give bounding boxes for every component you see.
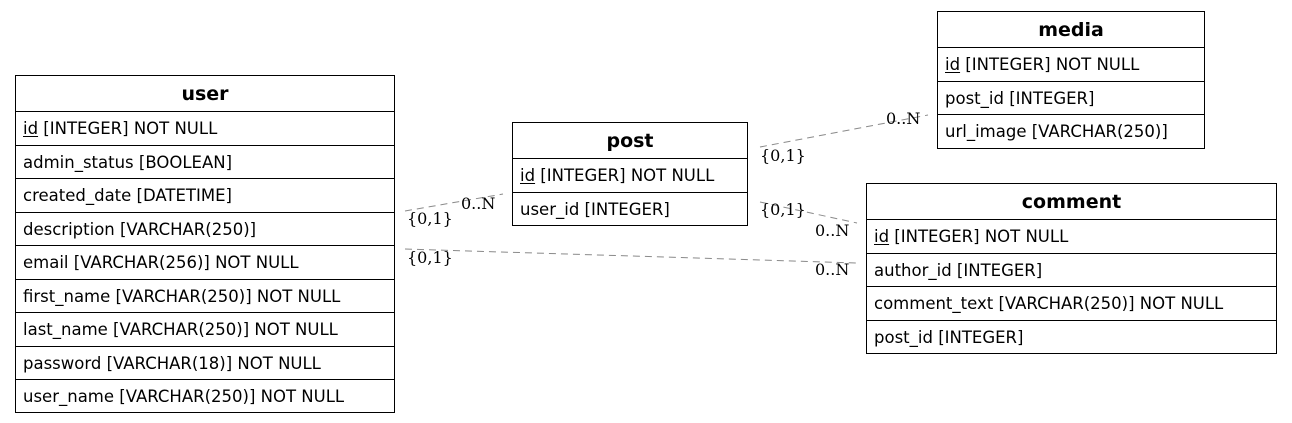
field-type: [VARCHAR(250)]: [114, 219, 257, 239]
field-type: [INTEGER]: [932, 327, 1024, 347]
cardinality-user-post-from: {0,1}: [407, 209, 453, 228]
field-row: id [INTEGER] NOT NULL: [16, 112, 394, 146]
field-row: id [INTEGER] NOT NULL: [513, 159, 747, 193]
field-type: [VARCHAR(250)] NOT NULL: [110, 286, 341, 306]
field-type: [DATETIME]: [131, 186, 232, 205]
field-type: [INTEGER] NOT NULL: [960, 55, 1140, 74]
cardinality-post-media-from: {0,1}: [760, 146, 806, 165]
field-type: [VARCHAR(250)] NOT NULL: [114, 387, 345, 406]
field-row: first_name [VARCHAR(250)] NOT NULL: [16, 280, 394, 313]
field-type: [INTEGER]: [1003, 88, 1095, 108]
entity-title: post: [513, 123, 747, 159]
field-name: post_id: [945, 88, 1004, 108]
field-name: comment_text: [874, 294, 994, 313]
field-name: user_id: [520, 199, 580, 219]
field-row: url_image [VARCHAR(250)]: [938, 115, 1204, 149]
field-type: [VARCHAR(18)] NOT NULL: [101, 353, 321, 373]
field-type: [INTEGER]: [951, 260, 1043, 280]
edge-user-comment: [404, 248, 858, 264]
field-name: id: [520, 166, 536, 185]
field-name: first_name: [23, 286, 111, 306]
field-name: url_image: [945, 122, 1027, 141]
cardinality-post-comment-to: 0..N: [815, 221, 850, 240]
entity-comment[interactable]: comment id [INTEGER] NOT NULL author_id …: [866, 183, 1277, 354]
entity-post[interactable]: post id [INTEGER] NOT NULL user_id [INTE…: [512, 122, 748, 226]
entity-title: media: [938, 12, 1204, 48]
field-type: [VARCHAR(256)] NOT NULL: [68, 253, 299, 272]
field-name: user_name: [23, 387, 115, 406]
field-row: last_name [VARCHAR(250)] NOT NULL: [16, 313, 394, 347]
field-row: id [INTEGER] NOT NULL: [938, 48, 1204, 82]
field-row: description [VARCHAR(250)]: [16, 213, 394, 246]
field-type: [VARCHAR(250)]: [1026, 122, 1168, 141]
field-name: last_name: [23, 320, 108, 339]
field-name: password: [23, 353, 102, 373]
field-name: created_date: [23, 186, 132, 205]
field-row: comment_text [VARCHAR(250)] NOT NULL: [867, 287, 1276, 321]
cardinality-user-comment-to: 0..N: [815, 260, 850, 279]
field-row: admin_status [BOOLEAN]: [16, 146, 394, 179]
cardinality-user-post-to: 0..N: [461, 194, 496, 213]
entity-media[interactable]: media id [INTEGER] NOT NULL post_id [INT…: [937, 11, 1205, 149]
field-type: [BOOLEAN]: [133, 152, 233, 172]
entity-title: comment: [867, 184, 1276, 220]
field-type: [INTEGER] NOT NULL: [38, 119, 218, 138]
field-name: id: [945, 55, 961, 74]
entity-title: user: [16, 76, 394, 112]
field-row: id [INTEGER] NOT NULL: [867, 220, 1276, 254]
field-name: admin_status: [23, 152, 134, 172]
field-name: id: [23, 119, 39, 138]
cardinality-post-media-to: 0..N: [886, 109, 921, 128]
field-type: [INTEGER] NOT NULL: [889, 227, 1069, 246]
field-type: [INTEGER]: [579, 199, 670, 219]
field-name: description: [23, 219, 115, 239]
cardinality-post-comment-from: {0,1}: [760, 200, 806, 219]
field-row: post_id [INTEGER]: [938, 82, 1204, 115]
field-row: email [VARCHAR(256)] NOT NULL: [16, 246, 394, 280]
field-type: [VARCHAR(250)] NOT NULL: [107, 320, 338, 339]
field-row: created_date [DATETIME]: [16, 179, 394, 213]
field-row: password [VARCHAR(18)] NOT NULL: [16, 347, 394, 380]
field-name: author_id: [874, 260, 952, 280]
entity-user[interactable]: user id [INTEGER] NOT NULL admin_status …: [15, 75, 395, 413]
cardinality-user-comment-from: {0,1}: [407, 248, 453, 267]
field-name: post_id: [874, 327, 933, 347]
field-type: [VARCHAR(250)] NOT NULL: [993, 294, 1224, 313]
field-name: email: [23, 253, 69, 272]
field-row: post_id [INTEGER]: [867, 321, 1276, 355]
field-row: author_id [INTEGER]: [867, 254, 1276, 287]
field-row: user_id [INTEGER]: [513, 193, 747, 227]
field-row: user_name [VARCHAR(250)] NOT NULL: [16, 380, 394, 414]
field-name: id: [874, 227, 890, 246]
field-type: [INTEGER] NOT NULL: [535, 166, 715, 185]
